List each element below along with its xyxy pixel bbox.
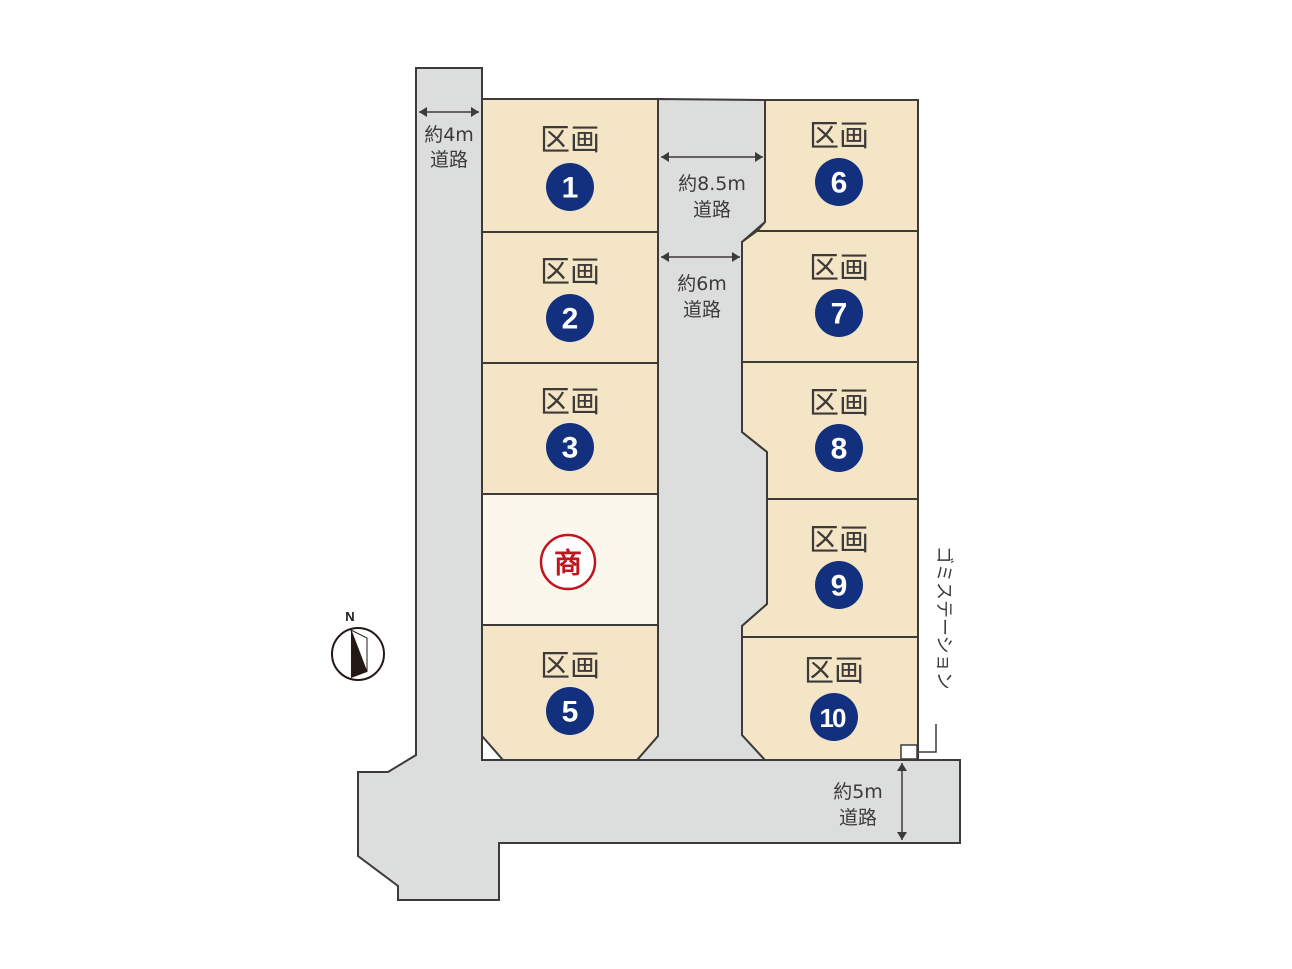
- arrow-head-left: [661, 252, 669, 262]
- garbage-station-label: ゴミステーション: [933, 546, 954, 690]
- lot-number: 6: [831, 167, 848, 200]
- arrow-head-right: [471, 107, 479, 117]
- road-width-text: 約8.5m: [678, 173, 746, 195]
- lot-number-badge: [810, 693, 858, 741]
- road-name-text: 道路: [839, 807, 877, 829]
- road-width-text: 約6m: [677, 273, 727, 295]
- lot-number: 10: [820, 703, 846, 733]
- lot-number: 7: [831, 298, 848, 331]
- lot-label-text: 区画: [809, 119, 869, 154]
- lot-label-text: 区画: [540, 649, 600, 684]
- arrow-head-left: [661, 152, 669, 162]
- arrow-head-down: [897, 832, 907, 840]
- arrow-head-right: [732, 252, 740, 262]
- lot-number-badge: [546, 687, 594, 735]
- lot-5-label: 区画 5: [540, 649, 600, 735]
- compass-needle-light: [350, 628, 368, 673]
- lot-6-label: 区画 6: [809, 119, 869, 206]
- arrow-head-up: [897, 763, 907, 771]
- south-road-annotation: 約5m 道路: [833, 763, 907, 840]
- lot-label-text: 区画: [809, 386, 869, 421]
- lot-number-badge: [815, 289, 863, 337]
- lot-number: 2: [562, 303, 579, 336]
- garbage-station: ゴミステーション: [900, 546, 954, 760]
- lot-number-badge: [815, 561, 863, 609]
- shop-lot-label: 商: [539, 533, 597, 591]
- lot-label-text: 区画: [540, 123, 600, 158]
- arrow-head-right: [755, 152, 763, 162]
- garbage-station-box[interactable]: [900, 744, 918, 760]
- shop-symbol-circle: [539, 533, 597, 591]
- lot-number-badge: [546, 294, 594, 342]
- lot-number-badge: [815, 424, 863, 472]
- shop-symbol: 商: [554, 547, 582, 580]
- compass-north-label: N: [345, 609, 354, 624]
- lot-9-label: 区画 9: [809, 523, 869, 609]
- lot-number-badge: [546, 163, 594, 211]
- lot-label-text: 区画: [540, 255, 600, 290]
- road-name-text: 道路: [693, 199, 731, 221]
- lot-number: 5: [562, 696, 579, 729]
- lot-10-label: 区画 10: [804, 654, 864, 741]
- lot-label-text: 区画: [804, 654, 864, 689]
- leader-line: [917, 724, 937, 753]
- lot-3-label: 区画 3: [540, 385, 600, 471]
- north-compass: N: [331, 609, 385, 681]
- lot-number: 8: [831, 433, 848, 466]
- road-name-text: 道路: [683, 299, 721, 321]
- center-north-road-annotation: 約8.5m 道路: [661, 152, 763, 221]
- lot-8-label: 区画 8: [809, 386, 869, 472]
- arrow-head-left: [419, 107, 427, 117]
- lot-1-label: 区画 1: [540, 123, 600, 211]
- lot-label-text: 区画: [809, 251, 869, 286]
- lot-number-badge: [546, 423, 594, 471]
- lot-number: 9: [831, 570, 848, 603]
- lot-number: 3: [562, 432, 579, 465]
- road-width-text: 約4m: [424, 124, 474, 146]
- road-name-text: 道路: [430, 149, 468, 171]
- lot-7-label: 区画 7: [809, 251, 869, 337]
- lot-label-text: 区画: [540, 385, 600, 420]
- center-south-road-annotation: 約6m 道路: [661, 252, 740, 321]
- lot-label-text: 区画: [809, 523, 869, 558]
- west-road-annotation: 約4m 道路: [419, 107, 479, 171]
- compass-needle-dark: [351, 630, 367, 678]
- roads: [357, 67, 961, 901]
- lot-2-label: 区画 2: [540, 255, 600, 342]
- lot-number-badge: [815, 158, 863, 206]
- lot-number: 1: [562, 172, 579, 205]
- road-width-text: 約5m: [833, 781, 883, 803]
